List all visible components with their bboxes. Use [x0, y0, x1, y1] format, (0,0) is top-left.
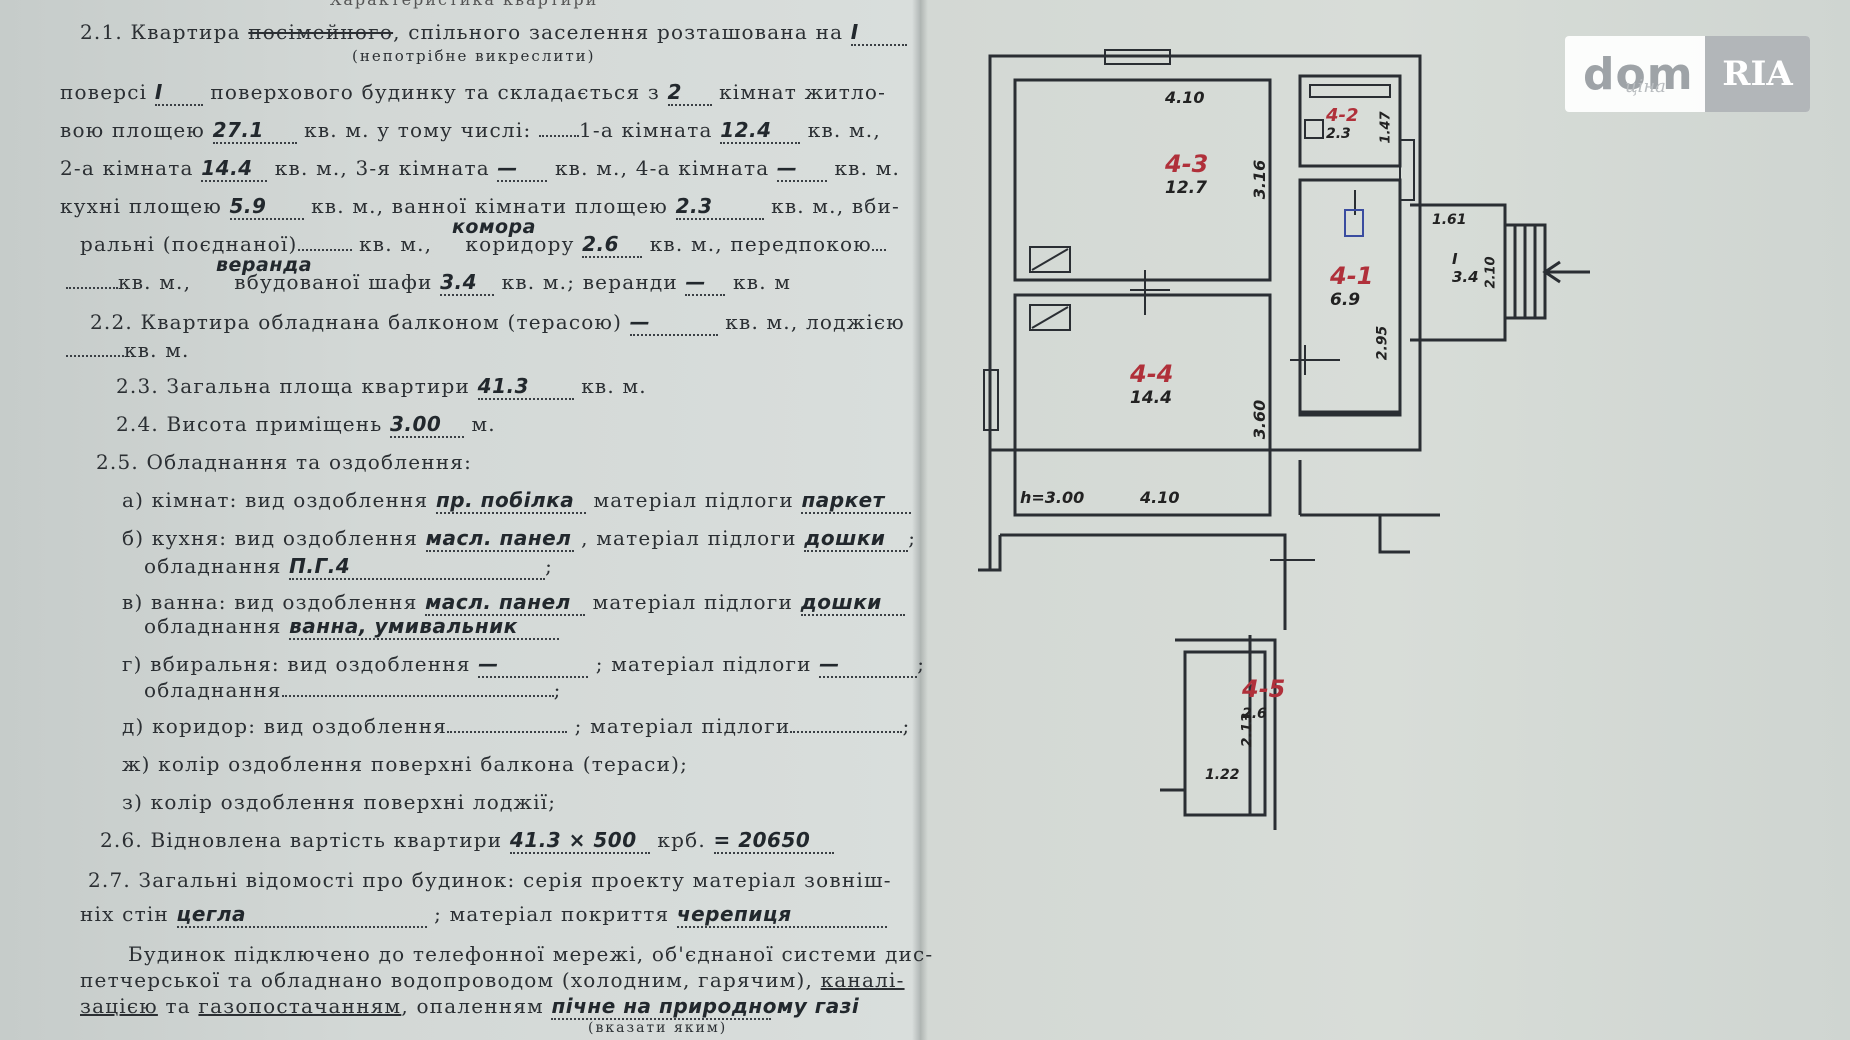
- watermark-ria-logo: RIA: [1705, 36, 1810, 112]
- form-line-2-1: 2.1. Квартира посімейного, спільного зас…: [80, 20, 907, 46]
- floor-plan-drawing: [978, 49, 1590, 830]
- form-line-utilities-3: зацією та газопостачанням, опаленням піч…: [80, 994, 860, 1020]
- form-line-kitchen: кухні площею 5.9 кв. м., ванної кімнати …: [60, 194, 901, 220]
- form-line-2-3: 2.3. Загальна площа квартири 41.3 кв. м.: [116, 374, 647, 400]
- room-4-2-height: 1.47: [1378, 111, 1394, 144]
- form-line-wc-equip: обладнання;: [144, 678, 562, 702]
- form-line-kitchen-equip: обладнання П.Г.4;: [144, 554, 554, 580]
- handwritten-veranda: веранда: [216, 254, 313, 276]
- ceiling-height-note: h=3.00: [1020, 488, 1085, 507]
- form-line-bath-finish: в) ванна: вид оздоблення масл. панел мат…: [122, 590, 905, 616]
- form-line-wardrobe: кв. м., вбудованої шафи 3.4 кв. м.; вера…: [66, 270, 791, 296]
- watermark-tagline: ціна: [1625, 76, 1666, 97]
- form-line-kitchen-finish: б) кухня: вид оздоблення масл. панел , м…: [122, 526, 917, 552]
- form-line-floor: поверсі I поверхового будинку та складає…: [60, 80, 887, 106]
- room-4-3-width: 4.10: [1165, 88, 1205, 107]
- room-4-5-height: 2.13: [1239, 712, 1256, 748]
- form-line-balcony-color: ж) колір оздоблення поверхні балкона (те…: [122, 752, 689, 776]
- room-4-3-height: 3.16: [1250, 159, 1270, 200]
- form-line-2-2: 2.2. Квартира обладнана балконом (терасо…: [90, 310, 905, 336]
- room-4-2-walls: [1298, 74, 1402, 168]
- watermark-dom-logo: dom: [1583, 48, 1694, 100]
- form-line-toilet: ральні (поєднаної) кв. м., коридору 2.6 …: [80, 232, 886, 258]
- dom-ria-watermark: dom ціна RIA: [1565, 36, 1810, 112]
- form-line-corridor-finish: д) коридор: вид оздоблення ; матеріал пі…: [122, 714, 911, 738]
- room-4-1-height: 2.95: [1374, 325, 1391, 361]
- room-4-3-walls: [1013, 78, 1272, 282]
- form-line-utilities-1: Будинок підключено до телефонної мережі,…: [128, 942, 934, 966]
- form-line-loggia-color: з) колір оздоблення поверхні лоджії;: [122, 790, 557, 814]
- document-right-page: [920, 0, 1850, 1040]
- form-note-heating: (вказати яким): [588, 1020, 728, 1036]
- room-I-walls: [1410, 203, 1507, 342]
- form-line-utilities-2: петчерської та обладнано водопроводом (х…: [80, 968, 905, 992]
- form-line-bath-equip: обладнання ванна, умивальник: [144, 614, 560, 640]
- room-I-width: 1.61: [1432, 212, 1467, 228]
- form-line-2-4: 2.4. Висота приміщень 3.00 м.: [116, 412, 496, 438]
- form-line-wc-finish: г) вбиральня: вид оздоблення — ; матеріа…: [122, 652, 926, 678]
- section-header-cut: Характеристика квартири: [330, 0, 598, 12]
- form-line-living-area: вою площею 27.1 кв. м. у тому числі: 1-а…: [60, 118, 881, 144]
- room-4-5-walls: [1175, 638, 1277, 830]
- form-line-2-6: 2.6. Відновлена вартість квартири 41.3 ×…: [100, 828, 834, 854]
- page-fold: [912, 0, 928, 1040]
- form-line-2-5: 2.5. Обладнання та оздоблення:: [96, 450, 473, 474]
- room-4-1-walls: [1298, 178, 1402, 417]
- form-line-walls: ніх стін цегла ; матеріал покриття череп…: [80, 902, 887, 928]
- room-4-4-width: 4.10: [1140, 488, 1180, 507]
- form-note-strike: (непотрібне викреслити): [352, 47, 596, 65]
- form-line-rooms-finish: а) кімнат: вид оздоблення пр. побілка ма…: [122, 488, 912, 514]
- form-line-loggia: кв. м.: [66, 338, 190, 362]
- document-left-page: [0, 0, 920, 1040]
- handwritten-komora: комора: [452, 216, 536, 238]
- form-line-rooms: 2-а кімната 14.4 кв. м., 3-я кімната — к…: [60, 156, 901, 182]
- room-4-5-width: 1.22: [1205, 767, 1240, 783]
- room-4-4-walls: [1013, 293, 1272, 517]
- form-line-2-7: 2.7. Загальні відомості про будинок: сер…: [88, 868, 892, 892]
- room-4-4-height: 3.60: [1250, 399, 1270, 440]
- room-I-height: 2.10: [1483, 256, 1499, 289]
- outer-wall: [988, 54, 1422, 452]
